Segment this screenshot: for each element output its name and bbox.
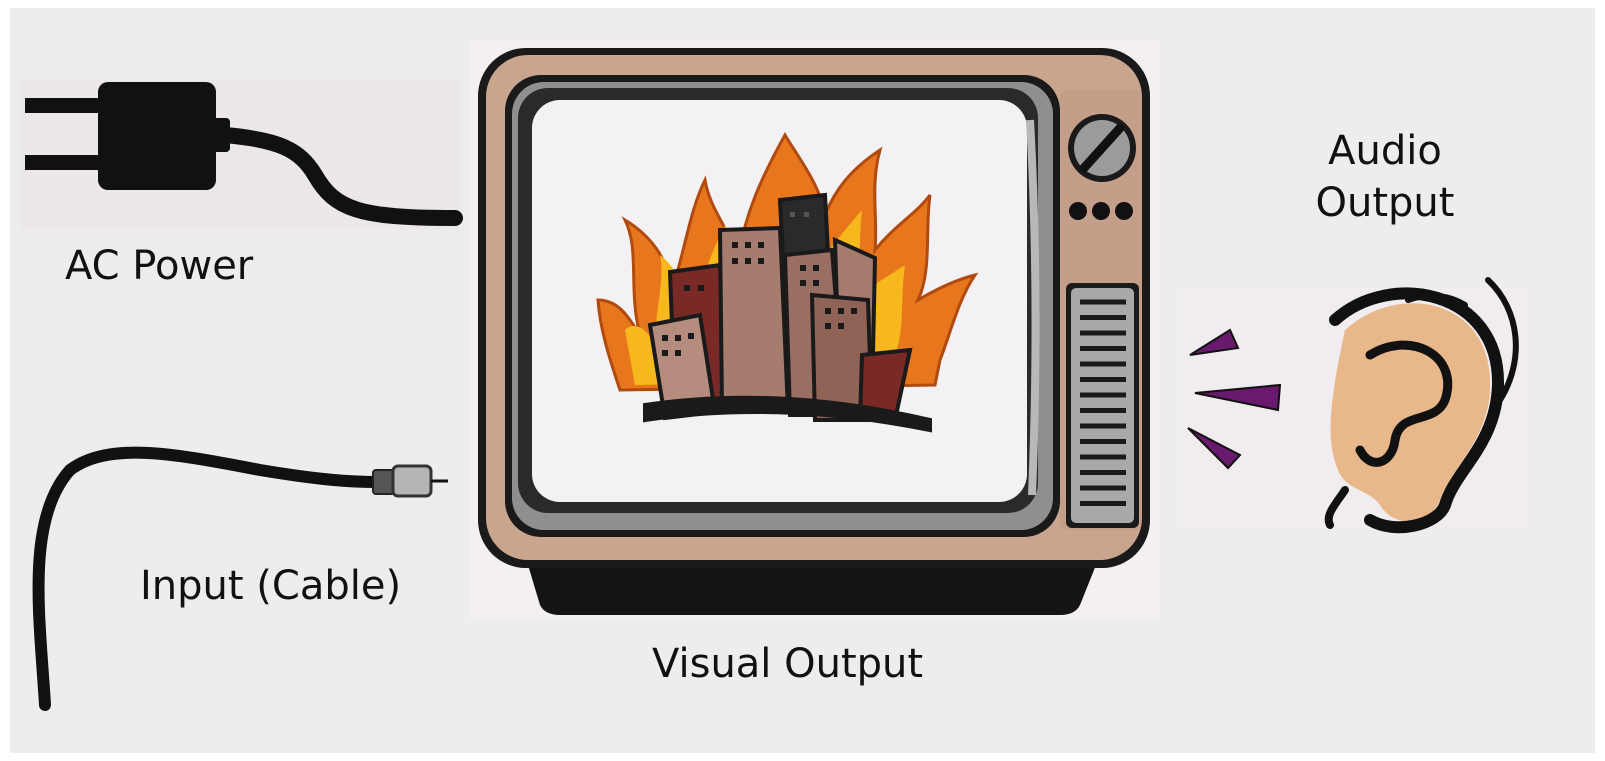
input-cable-label: Input (Cable) <box>140 560 401 612</box>
visual-output-label: Visual Output <box>652 638 923 690</box>
audio-output-line2: Output <box>1290 177 1480 229</box>
audio-output-label: Audio Output <box>1290 125 1480 229</box>
ac-plug-icon <box>20 80 460 230</box>
audio-output-line1: Audio <box>1290 125 1480 177</box>
ac-power-label: AC Power <box>65 240 253 292</box>
ear-icon <box>1180 280 1525 530</box>
